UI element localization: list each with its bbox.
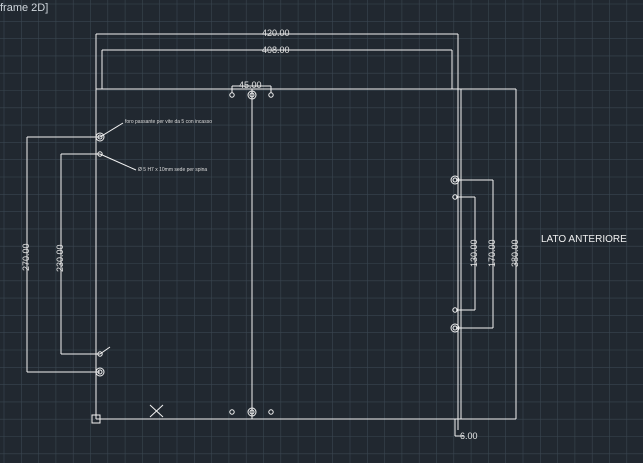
left-bottom-screw-hole-inner xyxy=(97,369,103,375)
top-screw-hole-inner xyxy=(249,92,255,98)
dim-right-outer-height-text: 170.00 xyxy=(487,239,497,267)
left-top-screw-hole-inner xyxy=(97,134,103,140)
bottom-pin-hole-right xyxy=(268,409,274,415)
right-pin-hole-top xyxy=(452,194,458,200)
dim-overall-width-text: 420.00 xyxy=(262,28,290,38)
bottom-pin-hole-left xyxy=(229,409,235,415)
dim-hole-spacing-text: 45.00 xyxy=(239,80,262,90)
ucs-origin-box xyxy=(91,414,101,424)
leader-pin-hole xyxy=(99,153,137,171)
dim-inner-width-text: 408.00 xyxy=(262,45,290,55)
dim-left-inner-height-text: 230.00 xyxy=(55,244,65,272)
dim-total-height-text: 380.00 xyxy=(510,239,520,267)
left-pin-hole-top xyxy=(97,151,103,157)
dim-left-outer-height-text: 270.00 xyxy=(21,243,31,271)
right-top-screw-hole xyxy=(450,175,460,185)
note-pin-hole: Ø 5 H7 x 10mm sede per spina xyxy=(138,167,208,173)
right-pin-hole-bottom xyxy=(452,307,458,313)
side-label: LATO ANTERIORE xyxy=(541,234,627,245)
bottom-screw-hole xyxy=(247,407,257,417)
viewport-view-label[interactable]: frame 2D] xyxy=(0,2,49,14)
left-bottom-screw-hole xyxy=(95,367,105,377)
top-pin-hole-left xyxy=(229,92,235,98)
frame-geometry xyxy=(26,33,517,437)
top-screw-hole xyxy=(247,90,257,100)
right-bottom-screw-hole xyxy=(450,323,460,333)
right-top-screw-hole-inner xyxy=(452,177,458,183)
holes-group xyxy=(95,90,460,417)
x-marker-b xyxy=(149,404,164,418)
right-bottom-screw-hole-inner xyxy=(452,325,458,331)
bottom-screw-hole-inner xyxy=(249,409,255,415)
dim-bottom-offset-text: 6.00 xyxy=(460,431,478,441)
left-pin-hole-bottom xyxy=(97,351,103,357)
left-top-screw-hole xyxy=(95,132,105,142)
top-pin-hole-right xyxy=(268,92,274,98)
note-through-hole: foro passante per vite da 5 con incasso xyxy=(125,119,212,125)
dim-right-inner-height-text: 130.00 xyxy=(469,239,479,267)
